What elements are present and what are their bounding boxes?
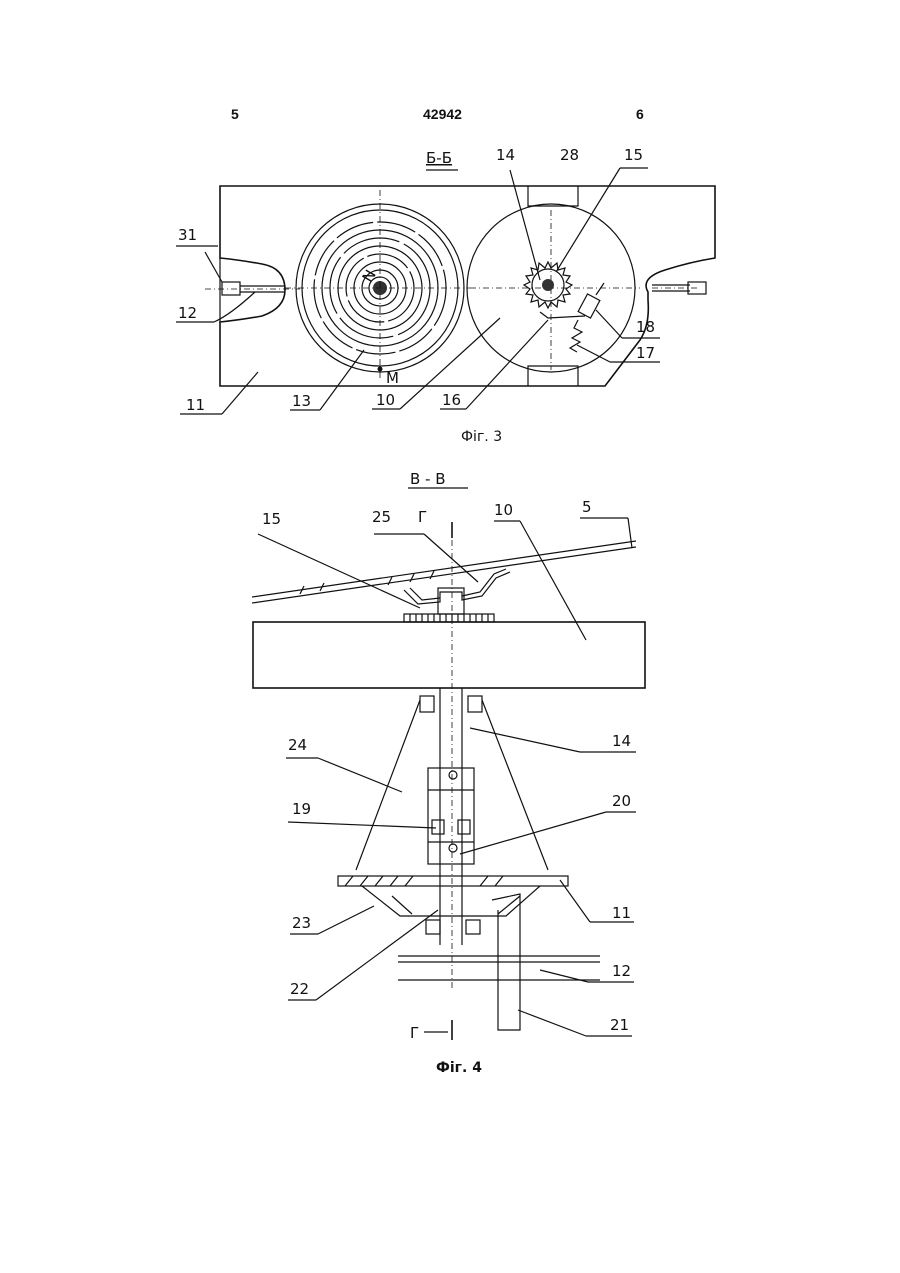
section-B-B: Б-Б: [426, 149, 452, 167]
rod-end-left: [222, 282, 240, 295]
coupling-19: [428, 768, 474, 864]
spiral-disk-13: [285, 190, 470, 378]
fig4-label-25: 25: [372, 508, 391, 526]
block-bottom: [528, 366, 578, 386]
plate-11: [338, 876, 568, 886]
fig3-label-13: 13: [292, 392, 311, 410]
fig4-label-10: 10: [494, 501, 513, 519]
fig3-label-28: 28: [560, 146, 579, 164]
fig4-label-24: 24: [288, 736, 307, 754]
figure-4: [252, 488, 645, 1040]
fig3-label-14: 14: [496, 146, 515, 164]
fig4-label-12: 12: [612, 962, 631, 980]
disk-10-side: [253, 622, 645, 688]
solenoid-18: [578, 294, 600, 318]
fig3-label-15: 15: [624, 146, 643, 164]
fig3-label-31: 31: [178, 226, 197, 244]
block-28: [528, 186, 578, 206]
fig4-label-23: 23: [292, 914, 311, 932]
fig4-label-20: 20: [612, 792, 631, 810]
pawl-16: [540, 312, 585, 318]
fig4-label-15: 15: [262, 510, 281, 528]
fig4-label-G-top: Г: [418, 508, 427, 526]
fig3-caption: Фіг. 3: [461, 429, 502, 445]
fig3-label-17: 17: [636, 344, 655, 362]
fig3-label-18: 18: [636, 318, 655, 336]
fig4-label-19: 19: [292, 800, 311, 818]
fig3-label-12: 12: [178, 304, 197, 322]
fig3-label-11: 11: [186, 396, 205, 414]
fig4-label-5: 5: [582, 498, 592, 516]
gear-15: [404, 614, 494, 622]
section-V-V: В - В: [410, 470, 446, 488]
fig4-label-G-bottom: Г: [410, 1024, 419, 1042]
ratchet-gear-15: [524, 262, 572, 308]
fig4-label-21: 21: [610, 1016, 629, 1034]
fig4-label-11: 11: [612, 904, 631, 922]
fig4-caption: Фіг. 4: [436, 1060, 482, 1076]
fig3-label-16: 16: [442, 391, 461, 409]
figure-3: N M: [176, 168, 715, 414]
fig4-label-22: 22: [290, 980, 309, 998]
fig4-label-14: 14: [612, 732, 631, 750]
fig3-label-10: 10: [376, 391, 395, 409]
label-M: M: [386, 369, 399, 387]
